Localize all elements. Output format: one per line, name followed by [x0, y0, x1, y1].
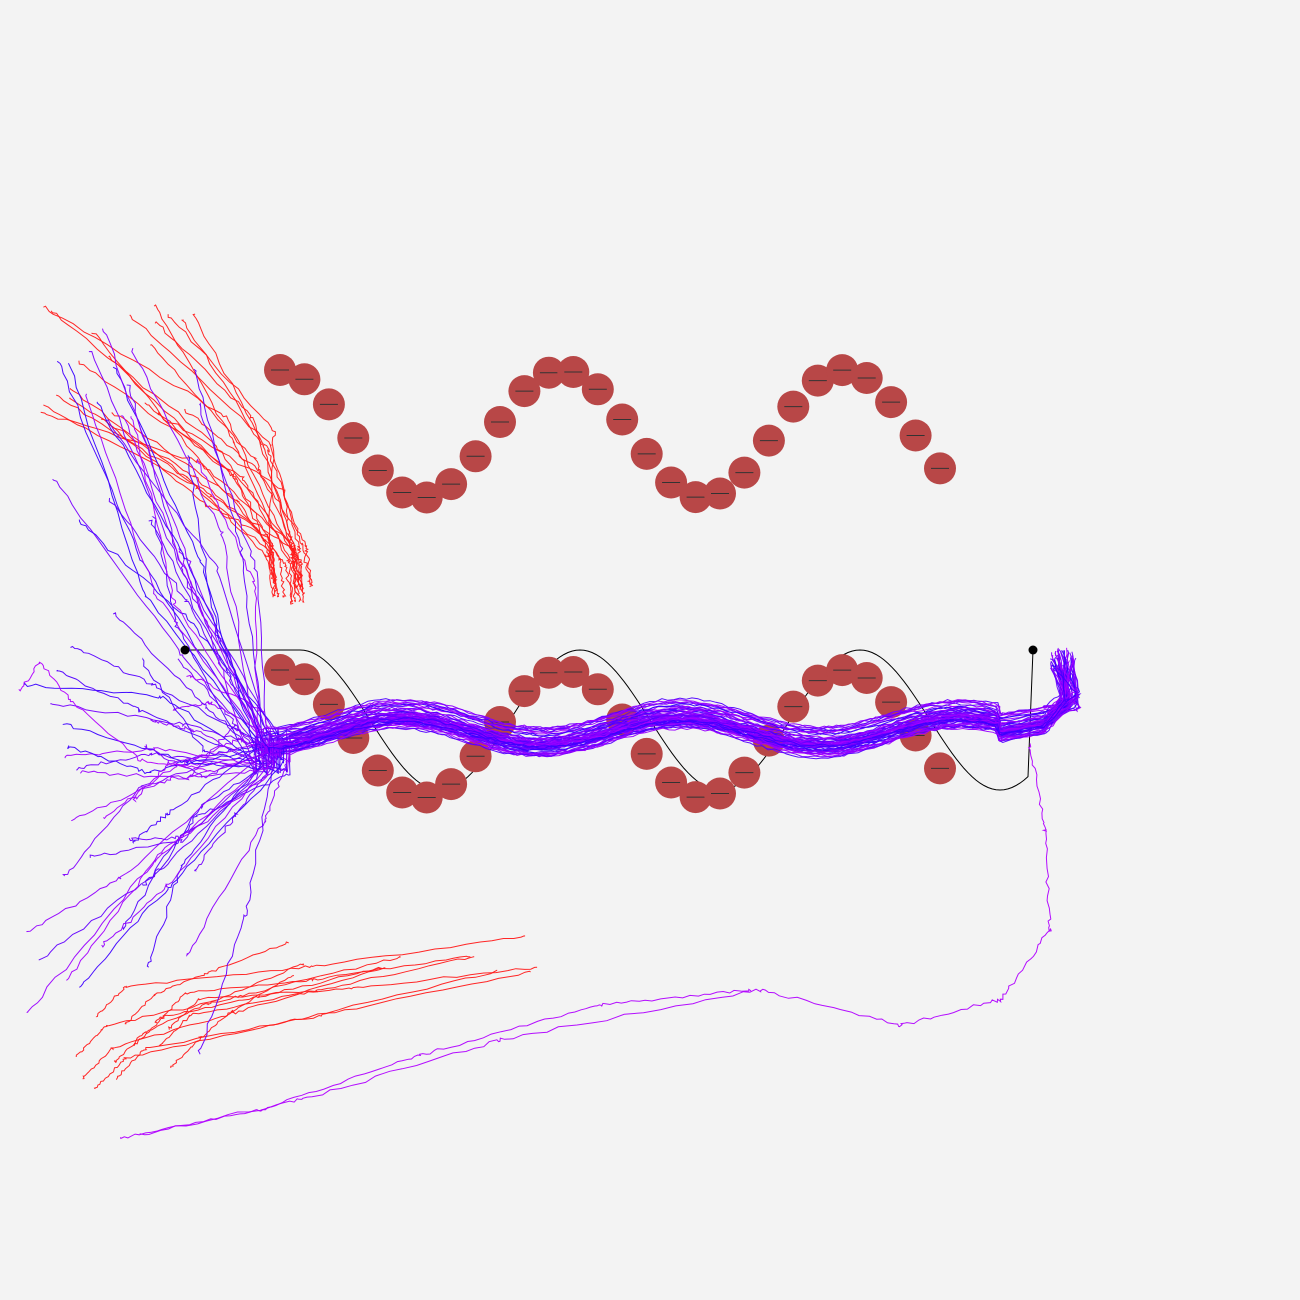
- trajectory-group: [18, 304, 1082, 1140]
- red-trail-bottom: [158, 956, 475, 1047]
- start-marker: [180, 645, 190, 655]
- corridor-trail: [79, 670, 1066, 988]
- red-trail-top: [108, 355, 287, 598]
- red-trail-bottom: [169, 975, 294, 1068]
- outlier-trail: [120, 988, 752, 1140]
- red-trail-bottom: [154, 955, 471, 1023]
- red-trail-bottom: [116, 970, 531, 1080]
- corridor-trail: [26, 657, 1078, 1013]
- red-trail-bottom: [82, 967, 386, 1080]
- corridor-trail: [105, 419, 1082, 773]
- reference-path: [185, 649, 1034, 791]
- red-trail-top: [192, 313, 312, 585]
- corridor-trail: [197, 668, 1065, 1055]
- red-trail-top: [43, 404, 274, 598]
- red-trail-top: [91, 332, 294, 605]
- red-trail-top: [129, 314, 304, 590]
- red-trail-top: [180, 319, 302, 602]
- red-trail-top: [100, 418, 275, 579]
- red-trail-top: [50, 310, 306, 595]
- corridor-trail: [193, 368, 1070, 757]
- reference-path-group: [185, 649, 1034, 791]
- outlier-trail: [18, 661, 212, 772]
- corridor-trail: [96, 401, 1077, 754]
- red-trail-bottom: [95, 935, 526, 1018]
- red-trail-top: [157, 411, 297, 580]
- corridor-trail: [151, 516, 1075, 775]
- corridor-trail: [185, 667, 1072, 957]
- corridor-trail: [148, 519, 1068, 748]
- red-trail-bottom: [124, 941, 289, 1025]
- red-trail-top: [184, 408, 314, 588]
- corridor-trail: [80, 660, 1071, 781]
- goal-marker: [1028, 645, 1038, 655]
- red-trail-top: [56, 394, 277, 597]
- red-trail-bottom: [93, 969, 498, 1090]
- corridor-trail: [149, 647, 1073, 766]
- corridor-trail: [85, 393, 1072, 757]
- red-trail-bottom: [133, 966, 385, 1046]
- corridor-trail: [142, 655, 1072, 773]
- corridor-trail: [132, 652, 1068, 803]
- red-trail-bottom: [113, 963, 305, 1063]
- outlier-trail: [139, 743, 1052, 1136]
- endpoint-marker-group: [180, 645, 1038, 655]
- red-trail-top: [78, 360, 297, 603]
